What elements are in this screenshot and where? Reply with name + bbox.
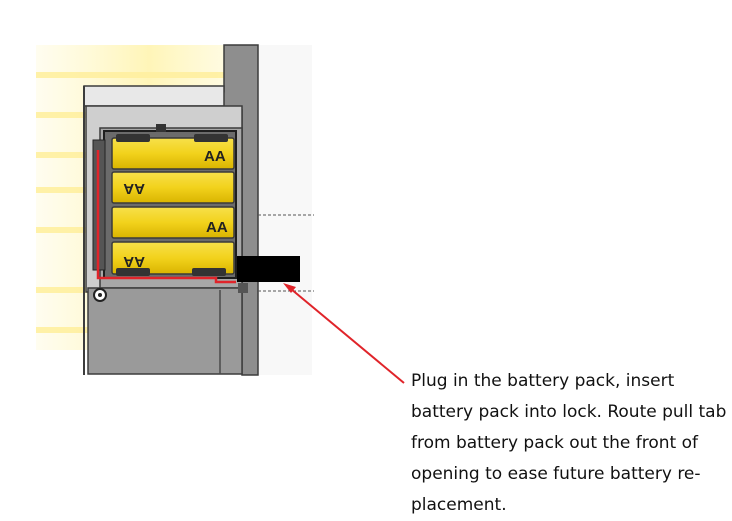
- instruction-line: battery pack into lock. Route pull tab: [411, 402, 727, 422]
- instruction-line: placement.: [411, 495, 507, 515]
- battery-label: AA: [206, 219, 228, 236]
- battery-label-flipped: AA: [123, 180, 145, 197]
- battery-1: AA: [111, 134, 235, 170]
- battery-2: AA: [111, 171, 235, 204]
- lock-body: [87, 283, 248, 375]
- redaction-box: [237, 256, 300, 282]
- instruction-line: opening to ease future battery re-: [411, 464, 701, 484]
- instruction-line: Plug in the battery pack, insert: [411, 371, 675, 391]
- callout-arrow: [283, 283, 405, 384]
- battery-wire: [96, 150, 236, 284]
- battery-label-flipped: AA: [123, 253, 145, 270]
- instruction-line: from battery pack out the front of: [411, 433, 698, 453]
- battery-3: AA: [111, 206, 235, 239]
- battery-4: AA: [111, 241, 235, 276]
- instruction-callout-text: Plug in the battery pack, insert battery …: [411, 366, 729, 521]
- battery-label: AA: [204, 148, 226, 165]
- reference-lines: [258, 214, 314, 292]
